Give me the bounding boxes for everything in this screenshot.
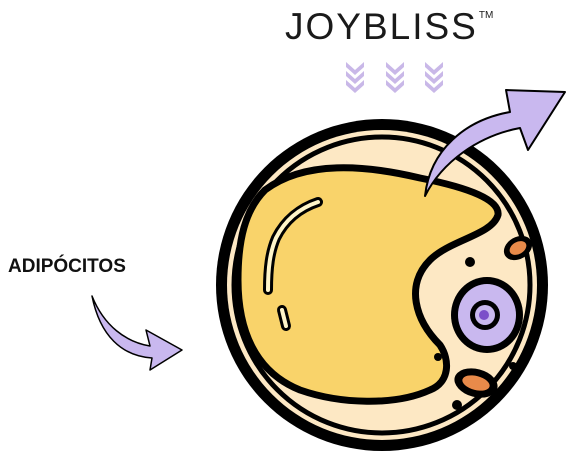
- chevron-icon: [425, 62, 443, 93]
- pointer-arrow-icon: [92, 296, 182, 370]
- chevron-icon: [386, 62, 404, 93]
- granule: [434, 353, 442, 361]
- granule: [509, 362, 517, 370]
- nucleolus: [479, 310, 489, 320]
- chevron-icon: [346, 62, 364, 93]
- adipocyte-cell: [216, 119, 548, 451]
- granule: [465, 257, 475, 267]
- granule: [452, 400, 462, 410]
- nucleus: [451, 277, 523, 353]
- brand-chevron-icons: [346, 62, 443, 93]
